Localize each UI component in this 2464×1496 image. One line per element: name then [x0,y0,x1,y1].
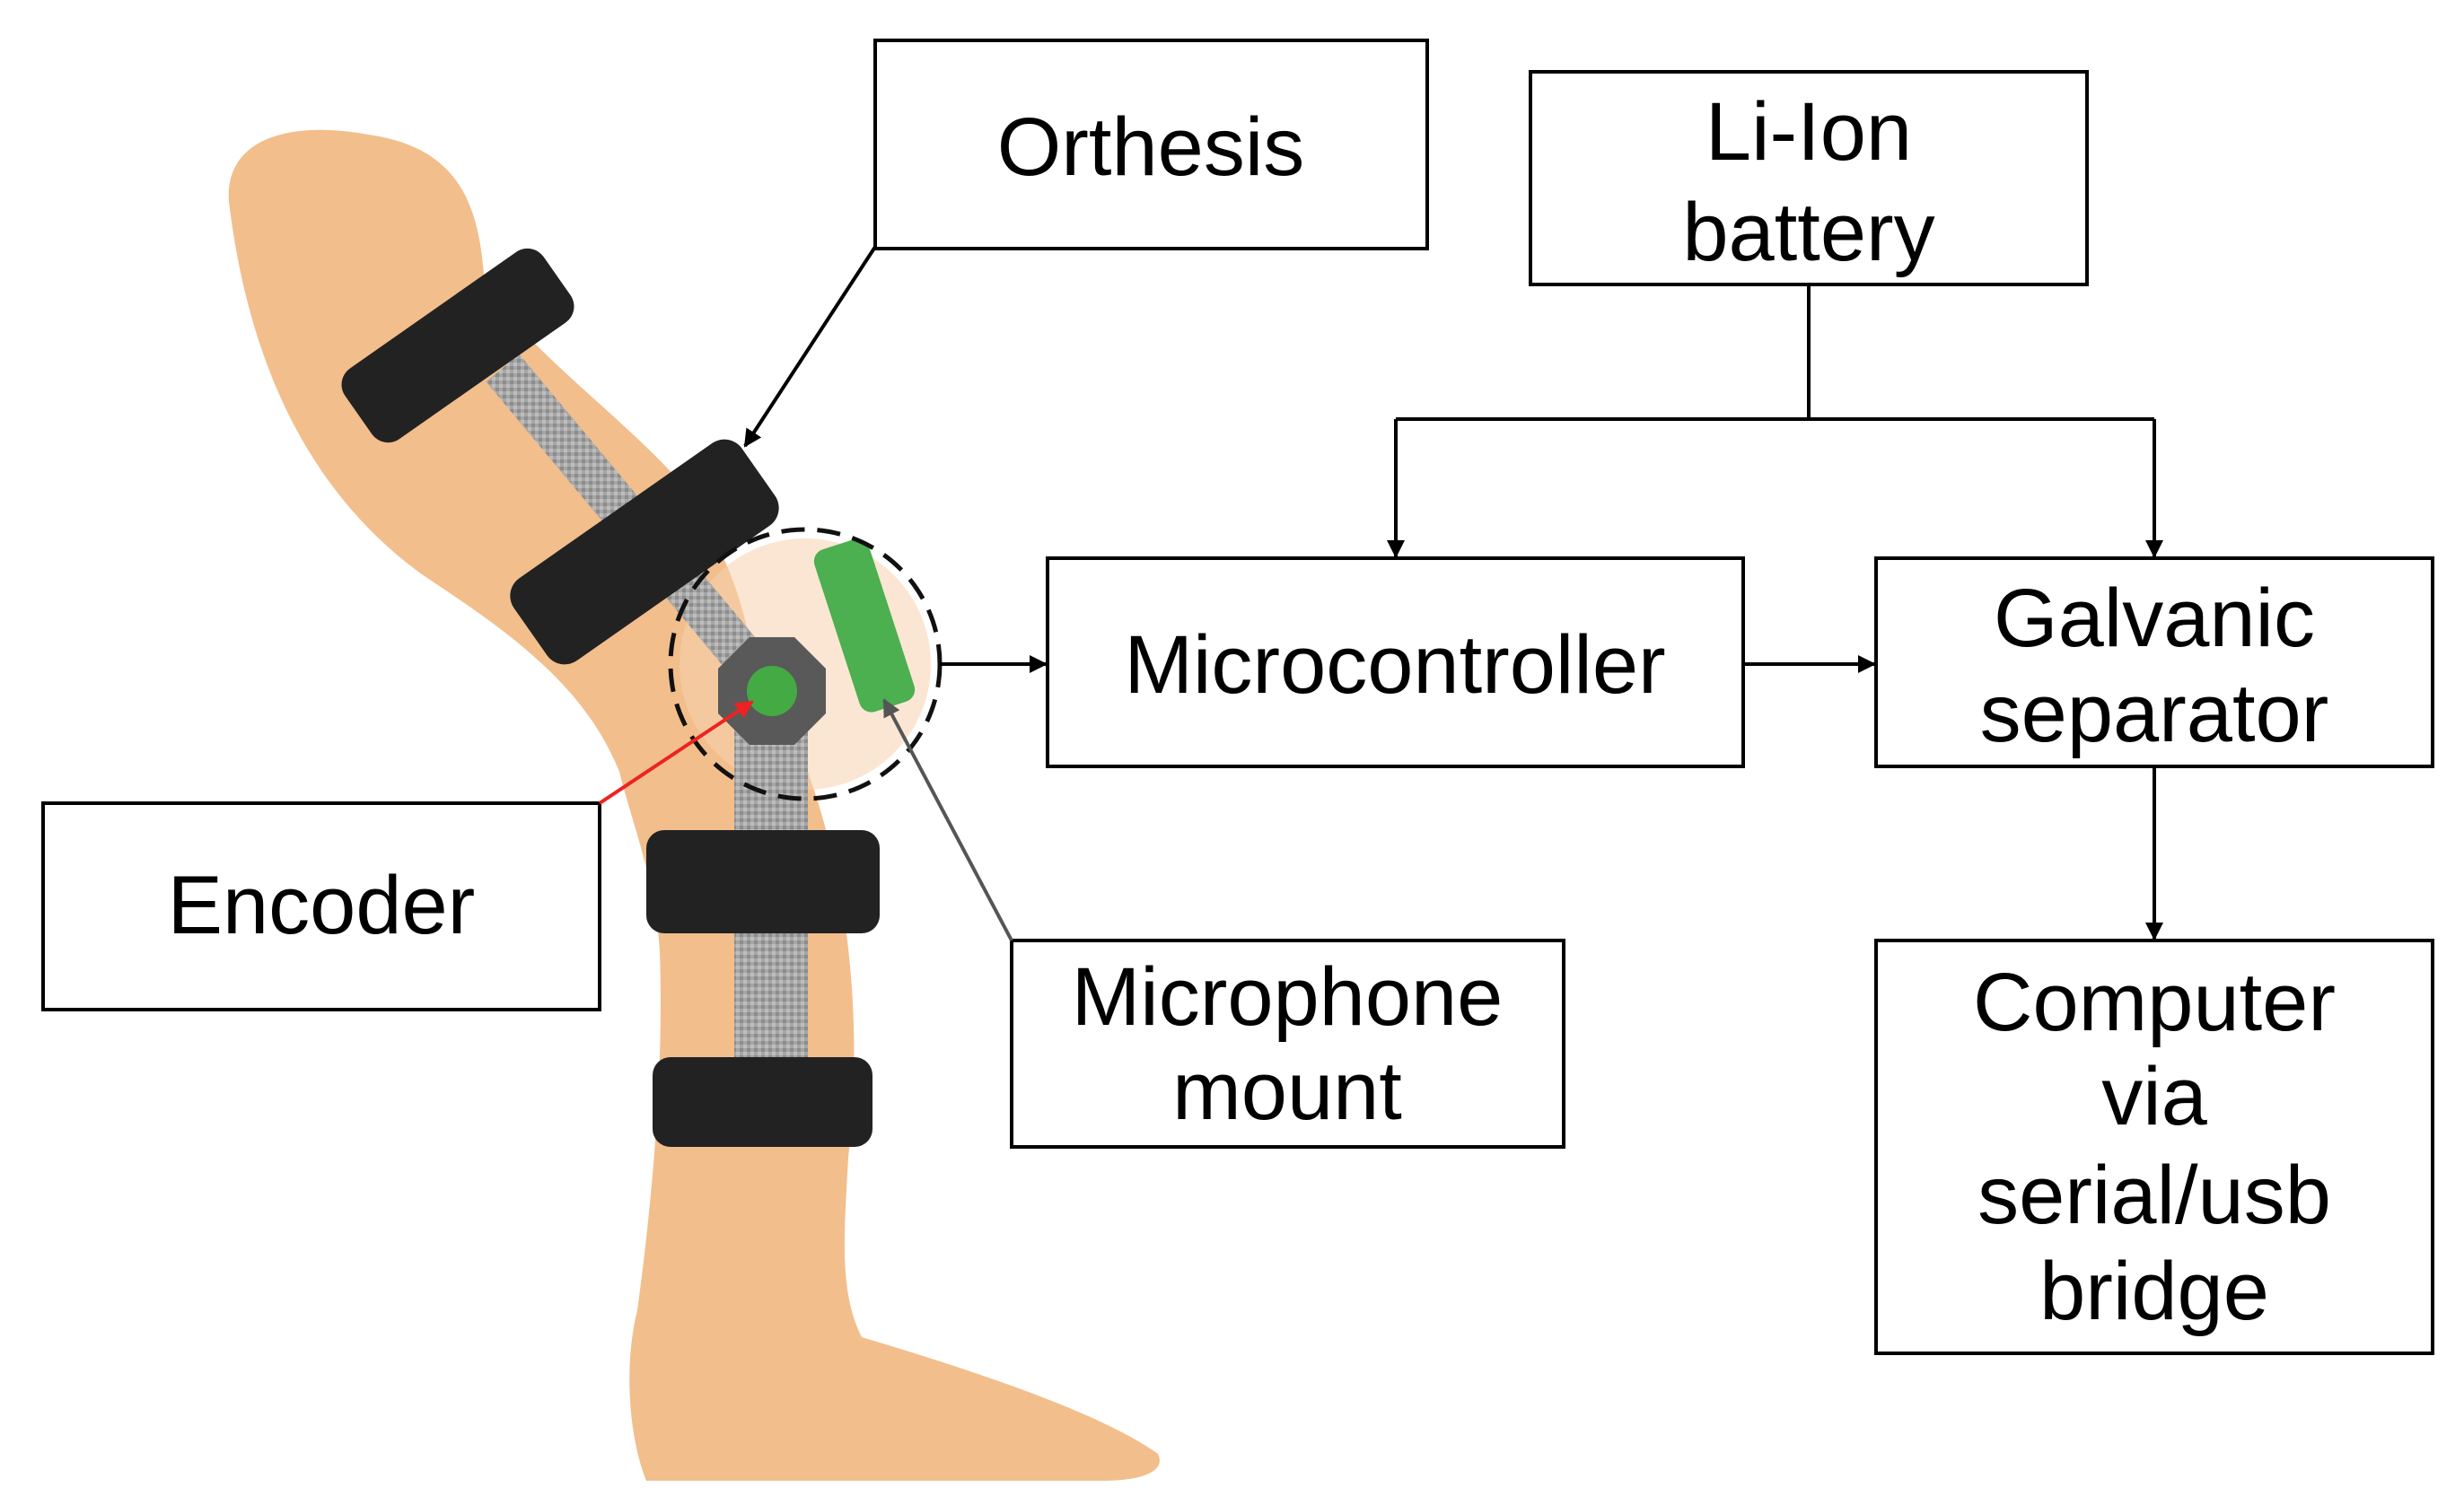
orthesis-box: Orthesis [873,39,1429,250]
microphone-arrow [882,698,1013,941]
shin-strap-upper [646,830,880,933]
galvanic-separator-box: Galvanic separator [1874,556,2434,768]
encoder-label: Encoder [168,860,476,951]
orthesis-arrow [743,245,877,448]
microphone-mount-label-line-2: mount [1172,1045,1402,1137]
shin-strap-lower [653,1057,872,1147]
microphone-mount-box: Microphone mount [1010,939,1565,1149]
thigh [228,129,756,791]
computer-label-line-4: bridge [2039,1246,2269,1337]
encoder-arrow [598,700,754,805]
microphone-mount-shape [813,538,916,713]
microphone-mount-label-line-1: Microphone [1072,951,1504,1043]
computer-label-line-2: via [2101,1051,2207,1142]
encoder-box: Encoder [41,801,601,1011]
computer-box: Computer via serial/usb bridge [1874,939,2434,1355]
galvanic-separator-label-line-2: separator [1980,668,2329,759]
connectors [598,245,2163,941]
microcontroller-label: Microcontroller [1124,619,1665,711]
battery-label-line-1: Li-Ion [1706,86,1912,178]
microcontroller-box: Microcontroller [1046,556,1745,768]
thigh-strap-lower [510,439,779,665]
orthesis-label: Orthesis [997,101,1305,193]
computer-label-line-3: serial/usb [1977,1150,2331,1241]
galvanic-separator-label-line-1: Galvanic [1994,573,2315,664]
computer-label-line-1: Computer [1973,957,2336,1048]
battery-label-line-2: battery [1682,187,1934,278]
encoder-dot [747,666,797,716]
thigh-strap-upper [341,248,574,443]
battery-box: Li-Ion battery [1529,70,2089,286]
